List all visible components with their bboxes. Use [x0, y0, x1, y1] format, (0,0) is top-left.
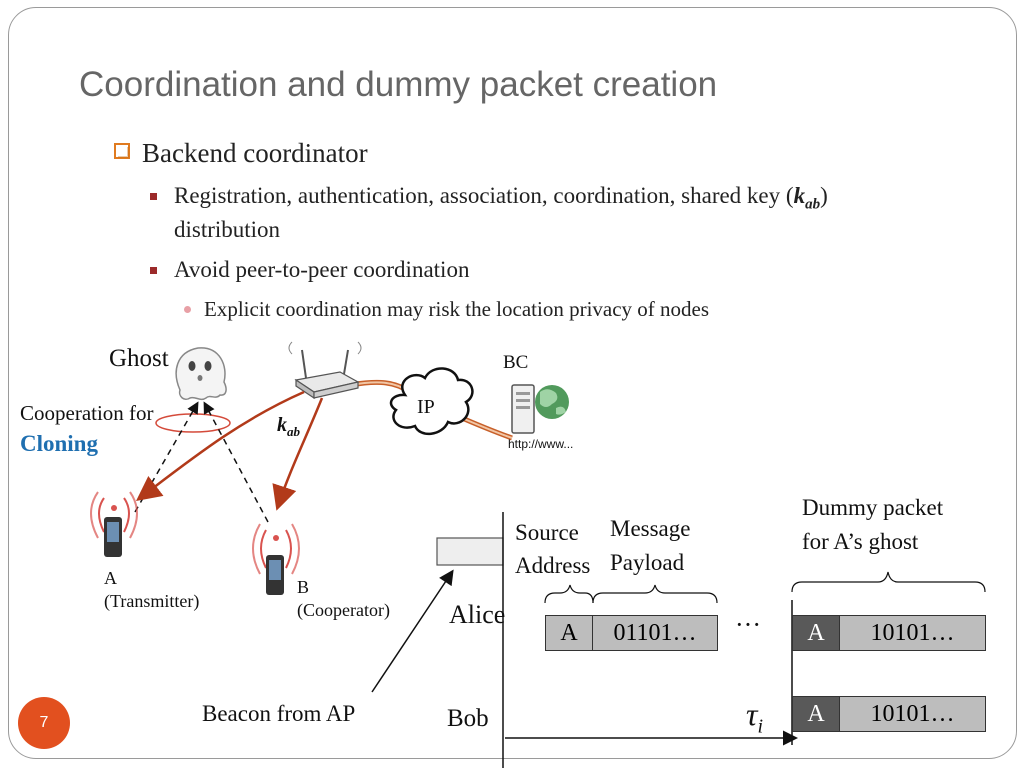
dashed-link-a-ghost — [134, 401, 199, 513]
square-bullet-icon — [150, 267, 157, 274]
ghost-packet-alice-payload: 10101… — [839, 615, 986, 651]
shared-key-subscript: ab — [805, 196, 821, 213]
node-b-role: (Cooperator) — [297, 600, 390, 620]
router-icon — [288, 341, 362, 400]
bullet-text: Registration, authentication, associatio… — [174, 183, 794, 208]
ghost-packet-alice-address: A — [792, 615, 840, 651]
ghost-label: Ghost — [109, 345, 169, 372]
ghost-packet-bob-address: A — [792, 696, 840, 732]
tau-symbol: τ — [746, 696, 758, 732]
tau-label: τi — [746, 696, 763, 738]
beacon-label: Beacon from AP — [202, 701, 356, 726]
payload-label-line1: Message — [610, 516, 691, 541]
cloud-icon — [389, 367, 474, 435]
source-address-brace — [544, 584, 594, 604]
bullet-level2-registration-line2: distribution — [174, 217, 281, 242]
tau-subscript: i — [757, 715, 764, 738]
node-b-name: B — [297, 577, 310, 597]
dummy-label-line1: Dummy packet — [802, 495, 944, 520]
dashed-link-b-ghost — [203, 401, 269, 523]
key-subscript: ab — [287, 424, 300, 439]
beacon-arrow — [371, 569, 454, 693]
ghost-packet-bob-payload: 10101… — [839, 696, 986, 732]
ellipsis: ··· — [735, 610, 761, 639]
alice-label: Alice — [449, 600, 506, 629]
page-number-badge: 7 — [18, 697, 70, 749]
source-label-line1: Source — [515, 520, 579, 545]
bullet-level1: Backend coordinator — [142, 138, 368, 168]
dummy-label-line2: for A’s ghost — [802, 529, 919, 554]
node-a-name: A — [104, 568, 117, 588]
slide-title: Coordination and dummy packet creation — [79, 65, 718, 104]
alice-packet-payload: 01101… — [592, 615, 718, 651]
checkbox-bullet-icon — [114, 143, 130, 159]
source-label-line2: Address — [515, 553, 591, 578]
cooperation-label: Cooperation for — [20, 401, 154, 425]
bob-label: Bob — [447, 705, 489, 732]
shared-key-symbol: k — [793, 183, 806, 208]
bullet-level2-registration: Registration, authentication, associatio… — [174, 183, 828, 214]
dummy-packet-brace — [791, 571, 986, 593]
server-globe-icon — [511, 384, 569, 434]
bc-label: BC — [503, 352, 529, 373]
payload-label-line2: Payload — [610, 550, 685, 575]
bullet-level2-avoid: Avoid peer-to-peer coordination — [174, 257, 470, 282]
url-label: http://www... — [508, 437, 574, 451]
alice-packet-address: A — [545, 615, 593, 651]
phone-b-icon — [252, 523, 300, 595]
square-bullet-icon — [150, 193, 157, 200]
dot-bullet-icon — [184, 306, 191, 313]
key-symbol: k — [277, 414, 287, 436]
cloning-label: Cloning — [20, 431, 98, 456]
node-a-role: (Transmitter) — [104, 591, 200, 611]
ip-label: IP — [417, 396, 435, 418]
key-arrow-to-b — [272, 397, 324, 511]
phone-a-icon — [90, 491, 138, 557]
key-arrow-to-a — [136, 390, 305, 502]
ghost-icon — [175, 347, 227, 401]
key-label: kab — [277, 414, 300, 440]
bullet-level3-explicit: Explicit coordination may risk the locat… — [204, 297, 710, 321]
bullet-text-close: ) — [820, 183, 828, 208]
beacon-packet — [436, 537, 504, 566]
payload-brace — [592, 584, 718, 604]
